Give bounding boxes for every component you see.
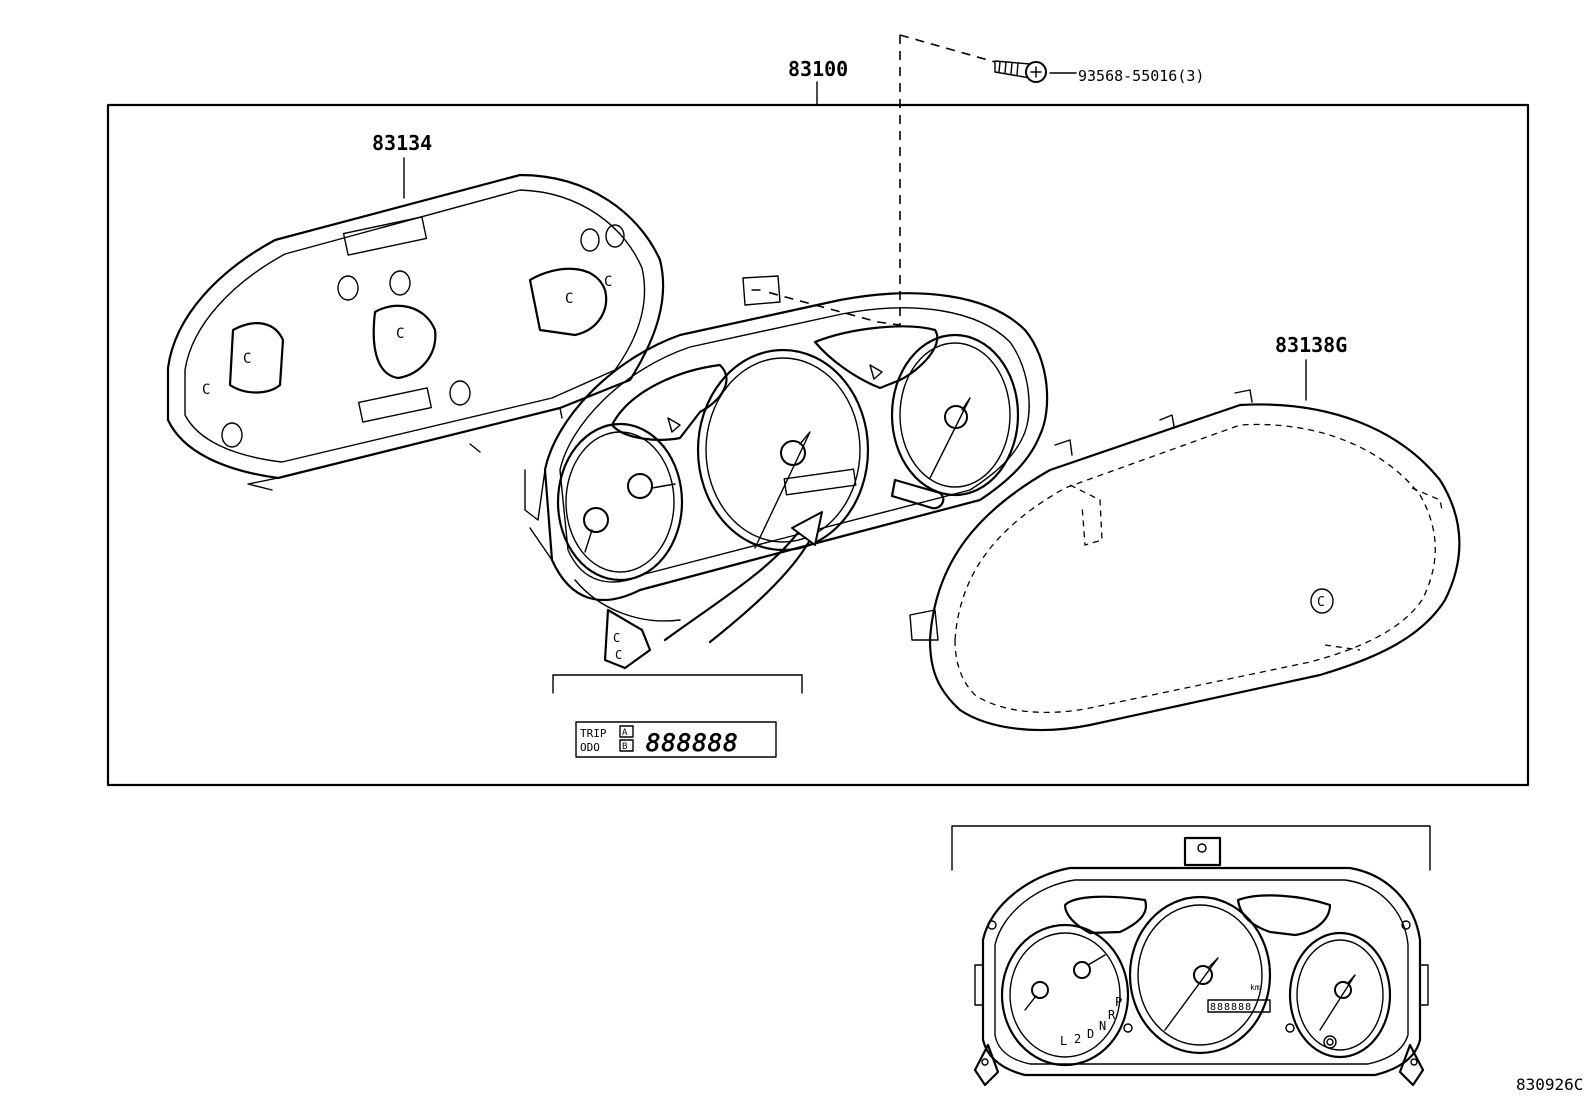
- svg-text:C: C: [604, 274, 612, 290]
- cluster-housing: C C: [524, 275, 1049, 670]
- variant-unit-text: km: [1250, 983, 1260, 992]
- shift-label-2: 2: [1074, 1032, 1081, 1046]
- svg-text:C: C: [613, 631, 620, 645]
- odometer-display: TRIP ODO A B 888888: [575, 721, 777, 758]
- odometer-bracket: [552, 674, 803, 694]
- rear-case: C C C C C: [166, 173, 665, 491]
- assembly-part-number: 83100: [788, 57, 848, 81]
- pointer-arrow: [663, 528, 802, 642]
- assembly-frame: [106, 103, 1530, 787]
- svg-text:C: C: [396, 326, 404, 342]
- odometer-b-label: B: [622, 742, 627, 752]
- odometer-digits: 888888: [646, 729, 739, 757]
- front-glass: C: [909, 389, 1461, 732]
- screw-icon: [994, 60, 1047, 83]
- variant-left-gauge: [1000, 923, 1130, 1067]
- variant-right-gauge: [1288, 931, 1392, 1059]
- left-gauge: [556, 422, 684, 582]
- svg-text:C: C: [565, 291, 573, 307]
- rear-case-part-number: 83134: [372, 131, 432, 155]
- shift-label-p: P: [1115, 995, 1122, 1009]
- variant-speedometer: [1128, 895, 1272, 1055]
- odometer-odo-label: ODO: [580, 741, 600, 754]
- screw-dashed-line: [766, 34, 996, 326]
- front-glass-part-number: 83138G: [1275, 333, 1347, 357]
- diagram-code: 830926C: [1516, 1075, 1583, 1094]
- variant-odometer-digits: 888888: [1210, 1002, 1252, 1013]
- odometer-a-label: A: [622, 728, 628, 738]
- svg-text:C: C: [202, 382, 210, 398]
- odometer-trip-label: TRIP: [580, 727, 607, 740]
- shift-label-d: D: [1087, 1027, 1094, 1041]
- shift-label-l: L: [1060, 1034, 1067, 1048]
- variant-cluster: km 888888 L 2 D N R P: [973, 836, 1429, 1087]
- svg-text:C: C: [243, 351, 251, 367]
- shift-label-r: R: [1108, 1008, 1116, 1022]
- screw-part-number: 93568-55016(3): [1078, 67, 1204, 85]
- shift-label-n: N: [1099, 1019, 1106, 1033]
- svg-text:C: C: [615, 648, 622, 662]
- svg-text:C: C: [1317, 595, 1325, 610]
- variant-bracket: [951, 825, 1431, 871]
- right-gauge: [890, 333, 1020, 497]
